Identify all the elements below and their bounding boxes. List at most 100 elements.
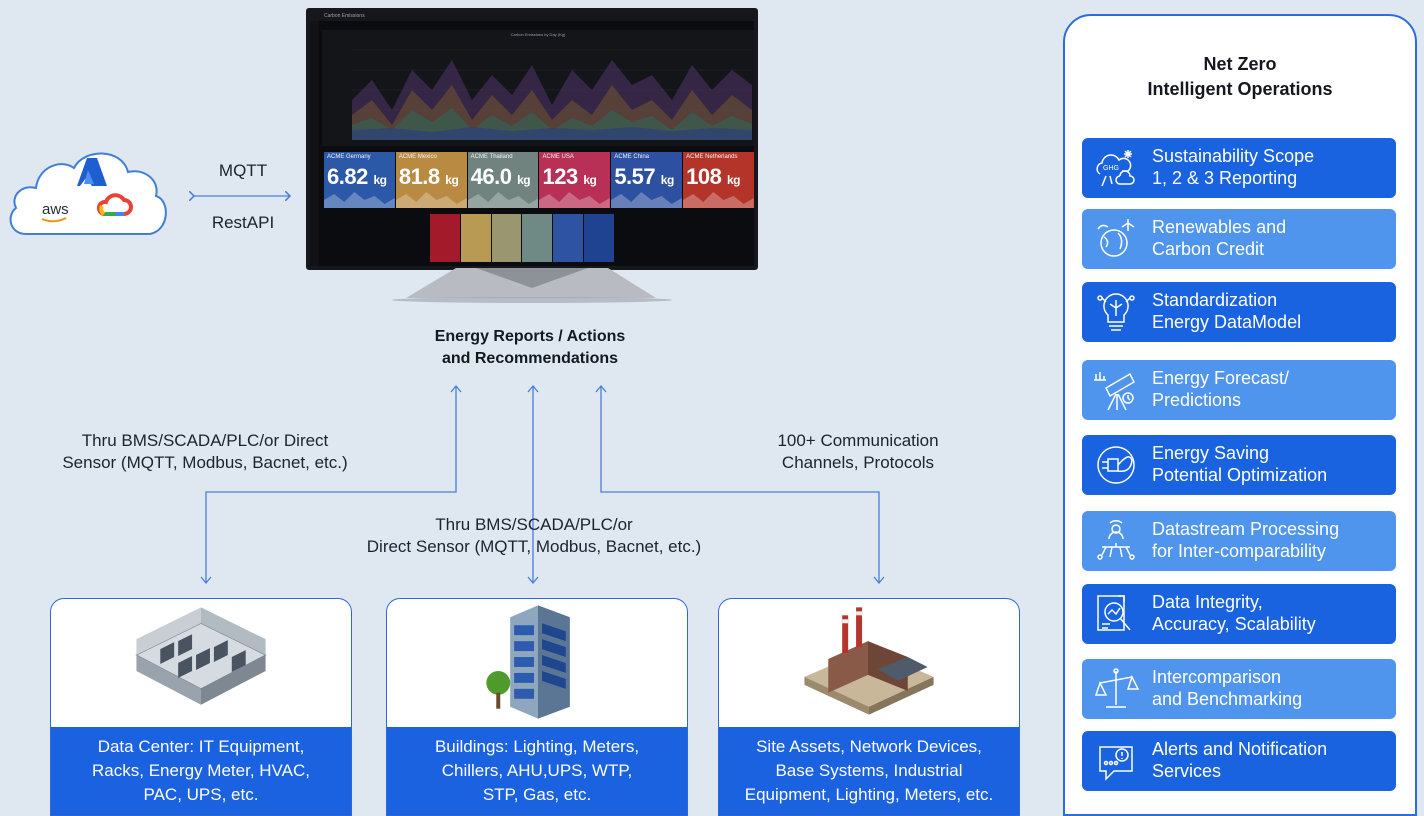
intensity-tile [491, 214, 522, 262]
card-line: Data Center: IT Equipment, [97, 737, 305, 756]
middle-caption-line2: Direct Sensor (MQTT, Modbus, Bacnet, etc… [366, 537, 702, 556]
card-line: Chillers, AHU,UPS, WTP, [441, 761, 633, 780]
dashboard-monitor: Carbon Emissions Carbon Emissions by Day… [306, 8, 758, 304]
site-tile: ACME Netherlands 108 kg [683, 152, 754, 208]
tile-value: 46.0 kg [470, 164, 531, 189]
mqtt-label: MQTT [218, 161, 268, 180]
site-tile: ACME USA 123 kg [539, 152, 611, 208]
site-assets-card: Site Assets, Network Devices, Base Syste… [718, 598, 1020, 816]
emissions-chart: Carbon Emissions by Day (Kg) [322, 30, 754, 146]
intensity-tiles [430, 214, 614, 262]
card-line: PAC, UPS, etc. [143, 785, 259, 804]
reports-caption: Energy Reports / Actions and Recommendat… [380, 326, 680, 370]
tile-name: ACME Thailand [470, 154, 513, 160]
tile-name: ACME China [614, 154, 649, 160]
restapi-label: RestAPI [211, 213, 275, 232]
intensity-tile [460, 214, 491, 262]
tile-value: 108 kg [686, 164, 740, 189]
card-line: Equipment, Lighting, Meters, etc. [744, 785, 994, 804]
feature-item: Datastream Processing for Inter-comparab… [1082, 511, 1396, 571]
renewables-globe-icon [1092, 215, 1140, 263]
tile-value: 81.8 kg [398, 164, 459, 189]
alert-bubble-icon [1092, 737, 1140, 785]
network-user-icon [1092, 517, 1140, 565]
card-line: Site Assets, Network Devices, [756, 737, 982, 756]
left-caption-line2: Sensor (MQTT, Modbus, Bacnet, etc.) [62, 453, 348, 472]
feature-item: Alerts and Notification Services [1082, 731, 1396, 791]
reports-caption-line2: and Recommendations [441, 350, 619, 367]
dashboard-sidebar [310, 21, 319, 266]
panel-title-line2: Intelligent Operations [1147, 79, 1333, 99]
data-center-text: Data Center: IT Equipment, Racks, Energy… [51, 727, 351, 815]
feature-item: Standardization Energy DataModel [1082, 282, 1396, 342]
feature-item: Energy Saving Potential Optimization [1082, 435, 1396, 495]
tile-name: ACME Mexico [398, 154, 437, 160]
feature-item: Intercomparison and Benchmarking [1082, 659, 1396, 719]
tile-value: 6.82 kg [327, 164, 387, 189]
site-tile: ACME Mexico 81.8 kg [395, 152, 467, 208]
middle-protocol-caption: Thru BMS/SCADA/PLC/or Direct Sensor (MQT… [316, 514, 752, 558]
balance-scale-icon [1092, 665, 1140, 713]
tile-value: 123 kg [542, 164, 597, 189]
right-protocol-caption: 100+ Communication Channels, Protocols [730, 430, 986, 474]
panel-title-line1: Net Zero [1203, 54, 1277, 74]
multi-cloud-icon: aws [4, 138, 172, 240]
dashboard-title: Carbon Emissions [324, 13, 365, 19]
data-center-card: Data Center: IT Equipment, Racks, Energy… [50, 598, 352, 816]
ghg-cloud-icon: GHG [1092, 144, 1140, 192]
intensity-tile [522, 214, 553, 262]
buildings-card: Buildings: Lighting, Meters, Chillers, A… [386, 598, 688, 816]
feature-label: Energy Forecast/ Predictions [1152, 368, 1290, 410]
card-line: Base Systems, Industrial [775, 761, 963, 780]
right-caption-line2: Channels, Protocols [781, 453, 935, 472]
svg-text:GHG: GHG [1103, 165, 1119, 172]
monitor-stand [392, 268, 672, 303]
buildings-text: Buildings: Lighting, Meters, Chillers, A… [387, 727, 687, 815]
middle-caption-line1: Thru BMS/SCADA/PLC/or [435, 515, 633, 534]
intensity-tile [584, 214, 614, 262]
gcp-logo-icon [96, 193, 133, 216]
tile-value: 5.57 kg [614, 164, 674, 189]
feature-label: Standardization Energy DataModel [1152, 290, 1302, 332]
card-line: Racks, Energy Meter, HVAC, [92, 761, 310, 780]
tile-name: ACME USA [542, 154, 574, 160]
left-protocol-caption: Thru BMS/SCADA/PLC/or Direct Sensor (MQT… [30, 430, 380, 474]
site-tile: ACME Germany 6.82 kg [324, 152, 395, 208]
card-line: STP, Gas, etc. [482, 785, 592, 804]
feature-label: Intercomparison and Benchmarking [1152, 667, 1303, 709]
plug-leaf-icon [1092, 441, 1140, 489]
feature-label: Renewables and Carbon Credit [1152, 217, 1287, 259]
tile-sparkline [324, 192, 395, 208]
building-icon [387, 599, 687, 727]
dashboard-screen: Carbon Emissions Carbon Emissions by Day… [306, 8, 758, 270]
site-tile: ACME China 5.57 kg [611, 152, 683, 208]
site-assets-text: Site Assets, Network Devices, Base Syste… [719, 727, 1019, 815]
net-zero-panel: Net Zero Intelligent Operations GHG Susta… [1063, 14, 1417, 816]
feature-label: Datastream Processing for Inter-comparab… [1152, 519, 1340, 561]
tile-sparkline [467, 192, 539, 208]
data-report-icon [1092, 590, 1140, 638]
left-caption-line1: Thru BMS/SCADA/PLC/or Direct [81, 431, 329, 450]
feature-item: Renewables and Carbon Credit [1082, 209, 1396, 269]
tile-name: ACME Netherlands [686, 154, 738, 160]
feature-label: Energy Saving Potential Optimization [1152, 443, 1328, 485]
chart-title: Carbon Emissions by Day (Kg) [511, 32, 566, 37]
intensity-tile [553, 214, 584, 262]
right-caption-line1: 100+ Communication [777, 431, 939, 450]
telescope-icon [1092, 366, 1140, 414]
tile-sparkline [611, 192, 683, 208]
feature-label: Sustainability Scope 1, 2 & 3 Reporting [1152, 146, 1315, 188]
tile-sparkline [395, 192, 467, 208]
tile-sparkline [683, 192, 754, 208]
tile-sparkline [539, 192, 611, 208]
azure-logo-icon [77, 158, 107, 186]
reports-caption-line1: Energy Reports / Actions [434, 328, 626, 345]
factory-icon [719, 599, 1019, 727]
tile-name: ACME Germany [327, 154, 371, 160]
site-tile: ACME Thailand 46.0 kg [467, 152, 539, 208]
feature-label: Alerts and Notification Services [1152, 739, 1328, 781]
feature-label: Data Integrity, Accuracy, Scalability [1152, 592, 1316, 634]
feature-item: GHG Sustainability Scope 1, 2 & 3 Reporti… [1082, 138, 1396, 198]
aws-logo-text: aws [42, 201, 69, 218]
